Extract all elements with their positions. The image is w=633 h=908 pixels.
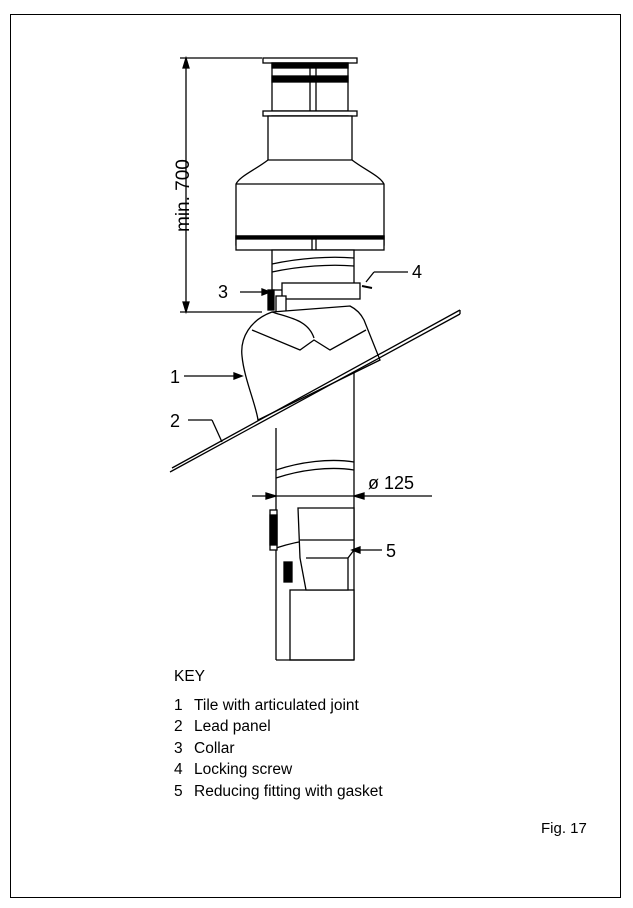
reducing-fitting <box>269 507 355 591</box>
key-title: KEY <box>174 668 206 685</box>
diameter-dimension-line <box>252 492 432 500</box>
terminal-body <box>235 159 385 251</box>
key-item-text: Collar <box>194 739 235 757</box>
key-item: 3 Collar <box>174 738 383 760</box>
figure-label: Fig. 17 <box>541 820 587 837</box>
key-legend: KEY 1 Tile with articulated joint 2 Lead… <box>174 668 383 803</box>
lead-panel <box>169 309 461 473</box>
callout-1: 1 <box>170 367 181 387</box>
key-item-number: 3 <box>174 739 183 757</box>
diameter-label: ø 125 <box>368 473 415 493</box>
tile-articulated-joint <box>241 305 381 421</box>
terminal-cap <box>262 57 358 181</box>
upper-pipe <box>267 249 373 315</box>
callout-5: 5 <box>386 541 397 561</box>
key-item-text: Reducing fitting with gasket <box>194 782 383 800</box>
key-item-text: Lead panel <box>194 718 271 736</box>
height-dimension-label: min. 700 <box>173 159 194 232</box>
key-item-number: 5 <box>174 782 183 800</box>
height-dimension-line <box>180 55 262 315</box>
callout-leaders <box>184 271 408 554</box>
figure-frame <box>10 14 621 898</box>
key-item-number: 1 <box>174 696 183 714</box>
key-item-number: 4 <box>174 761 183 779</box>
key-item: 1 Tile with articulated joint <box>174 695 383 717</box>
key-item: 4 Locking screw <box>174 760 383 782</box>
callout-2: 2 <box>170 411 181 431</box>
callout-3: 3 <box>218 282 229 302</box>
key-item-number: 2 <box>174 718 183 736</box>
key-item: 5 Reducing fitting with gasket <box>174 781 383 803</box>
key-item-text: Locking screw <box>194 761 293 779</box>
key-item-text: Tile with articulated joint <box>194 696 359 714</box>
callout-4: 4 <box>412 262 423 282</box>
key-item: 2 Lead panel <box>174 717 383 739</box>
